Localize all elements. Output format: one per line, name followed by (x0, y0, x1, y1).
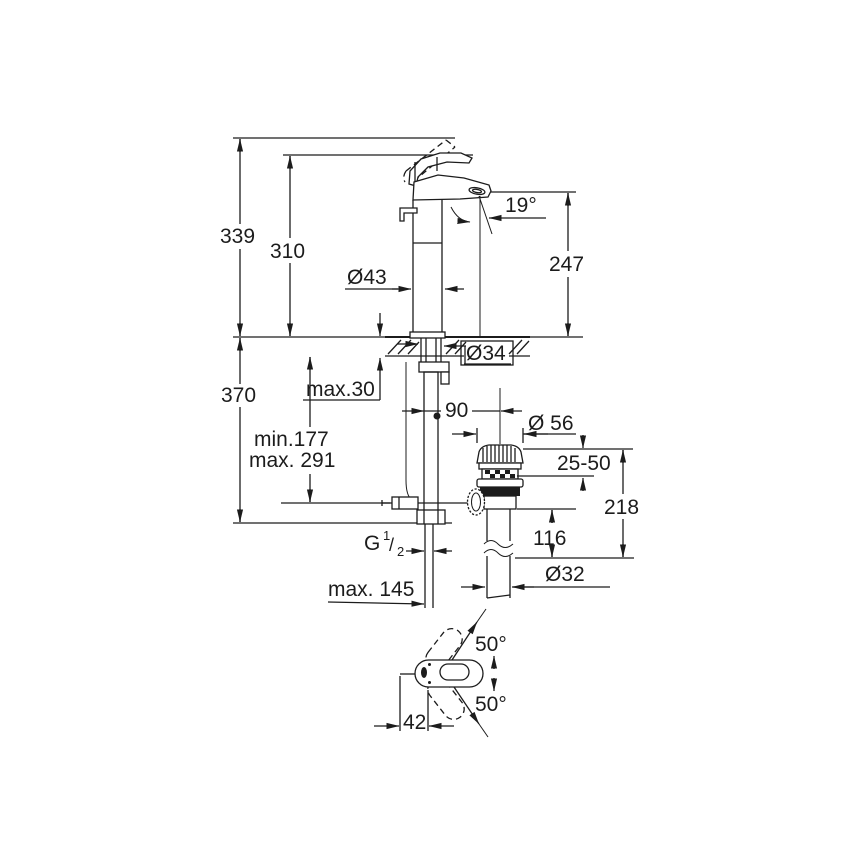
waste-cap (476, 444, 524, 464)
dim-50-up: 50° (451, 608, 507, 661)
lever-swing-down-outline (427, 677, 465, 721)
waste-body (483, 495, 517, 510)
rod-adjust-knob (466, 488, 486, 516)
dim-label-hose-min: min.177 (254, 428, 329, 451)
dim-label-thread-slash: / (389, 535, 394, 555)
dim-min-max-hose: min.177 max. 291 (249, 356, 335, 503)
lever-slot (439, 663, 470, 681)
g-half-tail-pipe (424, 524, 434, 608)
dim-g-half-thread: G 1 / 2 (364, 528, 452, 559)
dim-label-under-deck-depth: 370 (221, 384, 256, 407)
dim-339: 339 (220, 138, 255, 337)
dim-label-tailpipe-length: 116 (533, 527, 566, 550)
dim-label-stream-angle: 19° (505, 194, 537, 217)
pull-rod (405, 362, 413, 501)
countertop-section (233, 336, 583, 357)
faucet-spout-head (412, 174, 492, 201)
dim-label-drain-offset: 90 (445, 399, 468, 422)
dim-90: 90 (402, 388, 522, 444)
faucet-body (409, 200, 446, 339)
faucet-lever (408, 152, 473, 187)
dim-max30: max.30 (303, 313, 384, 401)
dim-32: Ø32 (461, 563, 610, 591)
dim-label-waste-height: 218 (604, 496, 639, 519)
waste-knurled-ring (480, 487, 520, 496)
dim-label-spout-to-deck: 247 (549, 253, 584, 276)
dim-370: 370 (221, 337, 256, 523)
supply-hose-braided (423, 371, 439, 513)
dim-label-waste-cap-diameter: Ø 56 (528, 412, 574, 435)
faucet-footprint (414, 659, 484, 688)
dim-label-thread-denominator: 2 (397, 544, 404, 559)
dim-43: Ø43 (345, 266, 464, 293)
waste-tailpipe (483, 509, 514, 599)
waste-flange (476, 478, 524, 488)
hose-coupling-nut (416, 509, 446, 525)
dim-56: Ø 56 (452, 412, 576, 443)
dim-42: 42 (374, 676, 454, 734)
dim-label-cap-adjust-range: 25-50 (557, 452, 611, 475)
dim-label-swing-down: 50° (475, 693, 507, 716)
water-stream-line (478, 195, 493, 235)
dim-label-hole-diameter: Ø34 (466, 342, 506, 365)
pivot-mark (421, 667, 427, 678)
waste-cap-flutes (482, 445, 516, 462)
faucet-top-view: 50° 50° 42 (374, 608, 507, 738)
dim-label-tailpipe-diameter: Ø32 (545, 563, 585, 586)
waste-checker-band (481, 468, 519, 480)
dim-label-thread-letter: G (364, 532, 380, 555)
dim-label-handle-offset: 42 (403, 711, 426, 734)
dim-label-lever-height: 310 (270, 240, 305, 263)
dim-19deg: 19° (450, 194, 546, 225)
drain-assembly (466, 444, 524, 599)
rear-bracket (399, 207, 418, 222)
dim-34: Ø34 (397, 340, 514, 366)
dim-310: 310 (270, 155, 305, 337)
hose-clip (433, 412, 441, 420)
dim-label-hose-max: max. 291 (249, 449, 335, 472)
dim-label-deck-thickness: max.30 (306, 378, 375, 401)
dim-label-thread-numerator: 1 (383, 528, 390, 543)
dim-25-50: 25-50 (517, 435, 633, 491)
dim-247: 247 (549, 192, 584, 337)
dim-max145: max. 145 (327, 578, 425, 607)
under-deck-assembly (381, 338, 468, 608)
dim-116: 116 (517, 508, 576, 558)
faucet-side-view (399, 139, 493, 339)
dim-218: 218 (515, 449, 639, 559)
dim-50-down: 50° (453, 686, 507, 738)
hatching (387, 339, 530, 355)
pop-up-rod-linkage (381, 496, 468, 510)
dim-label-body-diameter: Ø43 (347, 266, 387, 289)
dim-label-total-height: 339 (220, 225, 255, 248)
lever-swing-up-outline (425, 627, 463, 671)
dim-label-swing-up: 50° (475, 633, 507, 656)
dim-label-pull-rod-max: max. 145 (328, 578, 414, 601)
